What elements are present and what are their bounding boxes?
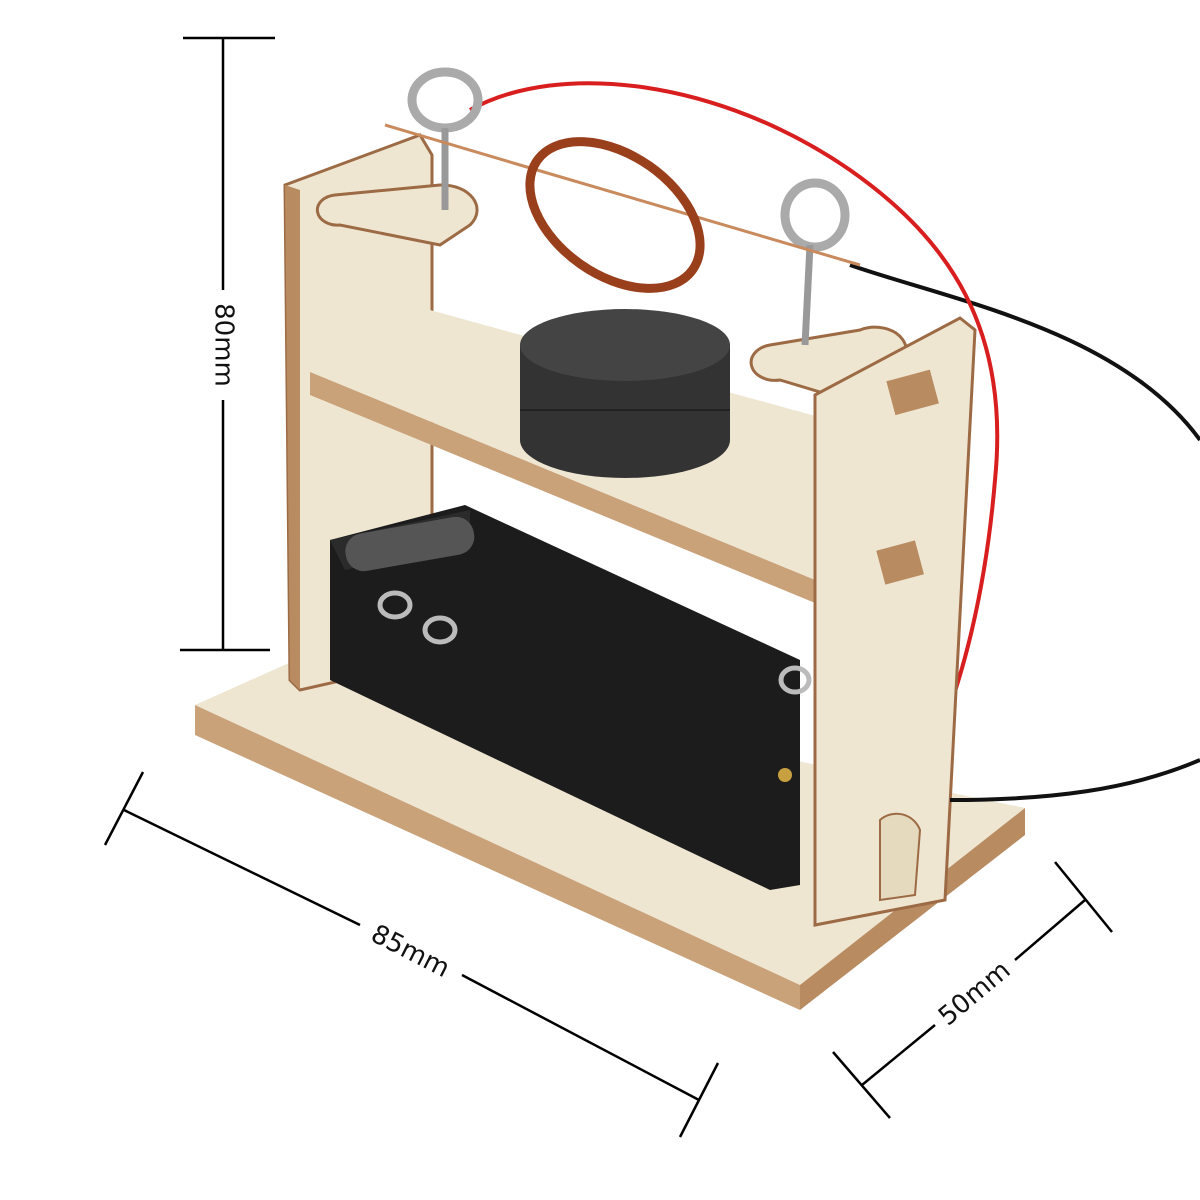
magnet <box>520 309 730 478</box>
length-label: 85mm <box>366 919 454 984</box>
left-top-tab <box>315 183 479 247</box>
width-dimension <box>832 861 1113 1119</box>
width-label: 50mm <box>933 955 1016 1032</box>
height-dimension <box>180 36 275 652</box>
right-eye-hook <box>780 178 850 346</box>
black-wire <box>849 263 1200 442</box>
red-wire <box>469 81 1000 721</box>
length-dimension <box>103 771 720 1138</box>
right-upright <box>813 316 977 927</box>
height-label: 80mm <box>209 303 239 387</box>
copper-coil <box>525 137 705 293</box>
axle-wire <box>384 123 861 267</box>
black-wire-lower <box>949 758 1200 802</box>
battery-holder <box>330 505 812 890</box>
